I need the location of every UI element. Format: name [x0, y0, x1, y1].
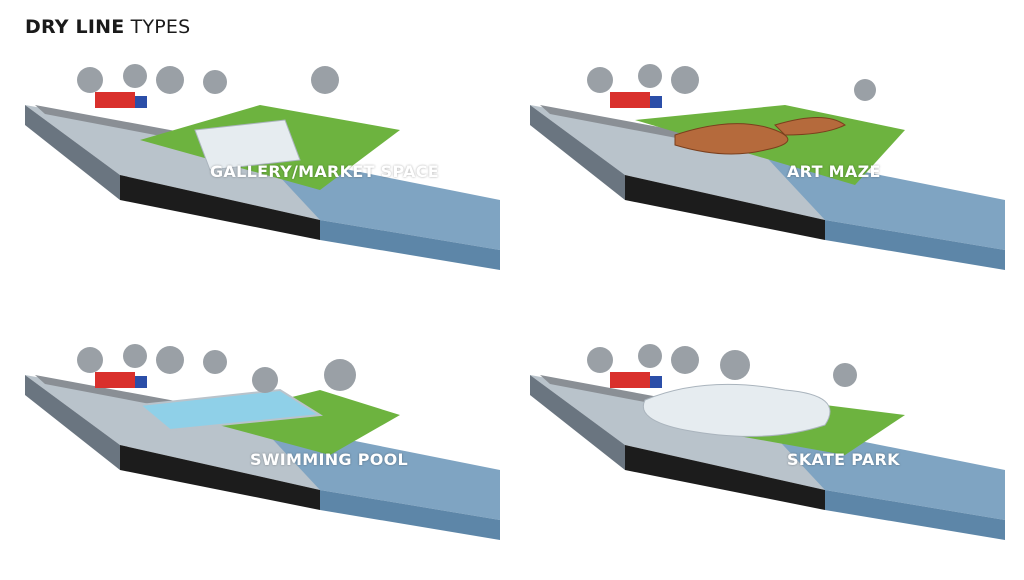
panel-label: GALLERY/MARKET SPACE — [210, 162, 439, 181]
panel-label: SWIMMING POOL — [250, 450, 409, 469]
panel-skate-park: SKATE PARK — [525, 320, 1024, 580]
gallery-market-space-illustration — [25, 64, 500, 270]
panel-gallery-market-space: GALLERY/MARKET SPACE — [20, 50, 520, 310]
panel-label: SKATE PARK — [787, 450, 900, 469]
panel-swimming-pool: SWIMMING POOL — [20, 320, 520, 580]
panel-art-maze: ART MAZE — [525, 50, 1024, 310]
swimming-pool-illustration — [25, 344, 500, 540]
skate-park-illustration — [530, 344, 1005, 540]
art-maze-illustration — [530, 64, 1005, 270]
panel-label: ART MAZE — [787, 162, 881, 181]
page-title: DRY LINE TYPES — [25, 16, 191, 38]
